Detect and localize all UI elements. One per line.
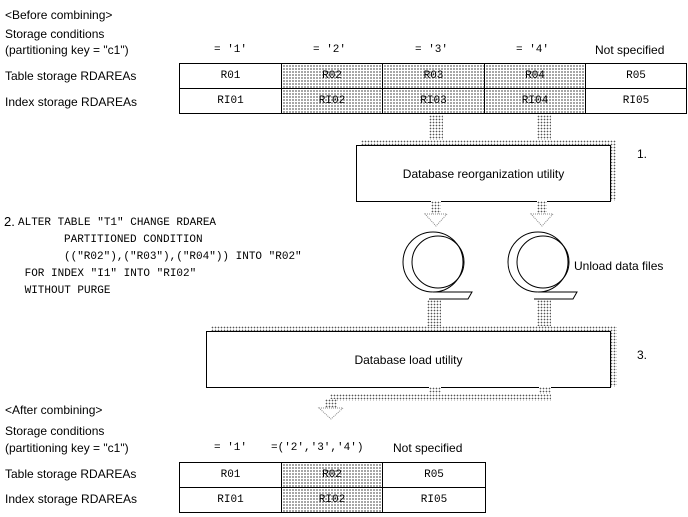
flow-return-horizontal — [330, 394, 551, 401]
before-table-cell: R03 — [382, 63, 485, 89]
load-utility-label: Database load utility — [354, 352, 463, 367]
before-condition-4: = '4' — [516, 44, 550, 56]
flow-column-tape2-to-load — [537, 300, 551, 330]
before-partitioning-key-label: (partitioning key = "c1") — [5, 43, 129, 57]
tape-reel-icon — [402, 231, 473, 300]
step-3-number: 3. — [637, 348, 648, 362]
after-storage-conditions-label: Storage conditions — [5, 424, 105, 438]
flow-column-to-tape-1 — [431, 201, 441, 215]
before-table-cell: R02 — [281, 63, 383, 89]
before-index-cell: RI05 — [585, 88, 687, 114]
arrowhead-icon — [317, 407, 345, 420]
after-condition-1: = '1' — [214, 442, 248, 454]
after-rdarea-table: R01 R02 R05 RI01 RI02 RI05 — [179, 462, 486, 513]
before-index-row: RI01 RI02 RI03 RI04 RI05 — [179, 88, 687, 114]
arrowhead-icon — [423, 213, 449, 227]
after-table-cell: R05 — [382, 462, 486, 488]
before-condition-1: = '1' — [214, 44, 248, 56]
before-table-row-label: Table storage RDAREAs — [5, 69, 137, 83]
tape-reel-icon — [507, 231, 578, 300]
after-table-row: R01 R02 R05 — [179, 462, 486, 488]
flow-column-tape1-to-load — [427, 300, 441, 330]
sql-line-1: ALTER TABLE "T1" CHANGE RDAREA — [18, 217, 217, 229]
reorg-utility-label: Database reorganization utility — [402, 166, 565, 181]
before-condition-2: = '2' — [313, 44, 347, 56]
before-rdarea-table: R01 R02 R03 R04 R05 RI01 RI02 RI03 RI04 … — [179, 63, 687, 114]
load-utility-top — [211, 326, 617, 332]
after-index-row: RI01 RI02 RI05 — [179, 487, 486, 513]
flow-return-down — [325, 399, 337, 409]
sql-line-5: WITHOUT PURGE — [18, 285, 111, 297]
sql-line-4: FOR INDEX "I1" INTO "RI02" — [18, 268, 197, 280]
before-heading: <Before combining> — [5, 8, 113, 22]
sql-line-3: (("R02"),("R03"),("R04")) INTO "R02" — [31, 251, 302, 263]
before-condition-not-specified: Not specified — [595, 43, 665, 57]
after-index-cell: RI02 — [281, 487, 383, 513]
after-index-cell: RI01 — [179, 487, 282, 513]
before-index-cell: RI01 — [179, 88, 282, 114]
flow-return-1 — [429, 387, 441, 395]
before-index-row-label: Index storage RDAREAs — [5, 95, 138, 109]
before-index-cell: RI04 — [484, 88, 586, 114]
before-index-cell: RI03 — [382, 88, 485, 114]
after-index-cell: RI05 — [382, 487, 486, 513]
after-condition-2: =('2','3','4') — [271, 442, 364, 454]
after-index-row-label: Index storage RDAREAs — [5, 492, 138, 506]
after-heading: <After combining> — [5, 403, 103, 417]
reorg-utility-top — [361, 140, 616, 146]
load-utility-side — [610, 332, 617, 387]
after-condition-not-specified: Not specified — [393, 441, 463, 455]
flow-column-to-tape-2 — [537, 201, 547, 215]
load-utility-box: Database load utility — [206, 331, 611, 388]
step-2-number: 2. — [4, 214, 15, 229]
flow-column-r04 — [537, 115, 551, 145]
before-table-cell: R04 — [484, 63, 586, 89]
before-index-cell: RI02 — [281, 88, 383, 114]
flow-column-r03 — [429, 115, 443, 145]
after-table-row-label: Table storage RDAREAs — [5, 467, 137, 481]
reorg-utility-side — [610, 146, 616, 201]
after-partitioning-key-label: (partitioning key = "c1") — [5, 441, 129, 455]
arrowhead-icon — [529, 213, 555, 227]
after-table-cell: R02 — [281, 462, 383, 488]
before-condition-3: = '3' — [415, 44, 449, 56]
before-table-row: R01 R02 R03 R04 R05 — [179, 63, 687, 89]
unload-files-label: Unload data files — [574, 259, 664, 273]
before-storage-conditions-label: Storage conditions — [5, 27, 105, 41]
after-table-cell: R01 — [179, 462, 282, 488]
reorg-utility-box: Database reorganization utility — [356, 145, 611, 202]
step-1-number: 1. — [637, 147, 648, 161]
sql-line-2: PARTITIONED CONDITION — [31, 234, 203, 246]
